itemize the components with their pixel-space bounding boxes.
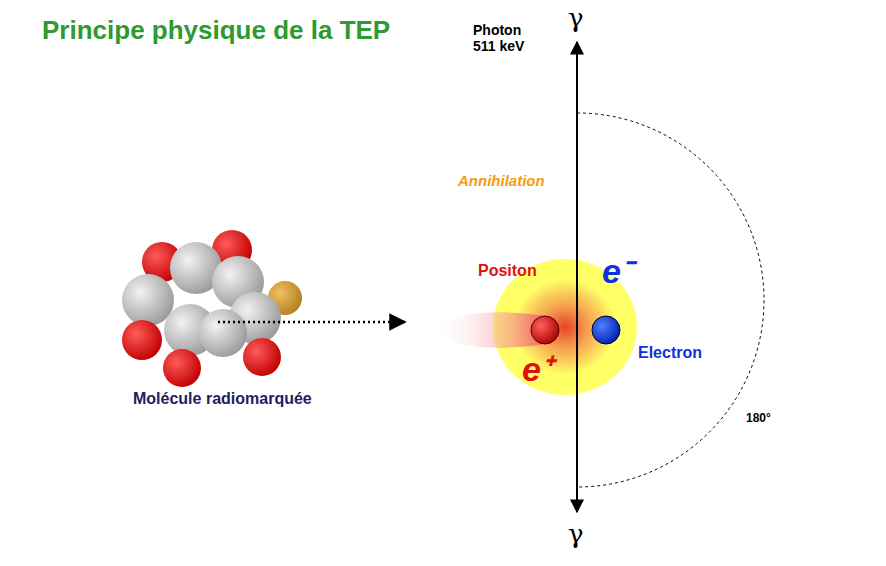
gamma-symbol: γ bbox=[568, 520, 584, 550]
molecule bbox=[122, 230, 302, 387]
title: Principe physique de la TEP bbox=[42, 16, 390, 46]
positon-label: Positon bbox=[478, 262, 537, 280]
positon-trail bbox=[432, 312, 545, 347]
electron-symbol: e⁻ bbox=[602, 252, 632, 291]
angle-arc bbox=[577, 113, 764, 487]
angle-label: 180° bbox=[746, 412, 771, 426]
positon-symbol: e⁺ bbox=[522, 350, 552, 389]
molecule-label: Molécule radiomarquée bbox=[133, 390, 312, 408]
dotted-arrow bbox=[218, 321, 405, 324]
electron-particle bbox=[592, 316, 620, 344]
electron-label: Electron bbox=[638, 344, 702, 362]
gamma-symbol: γ bbox=[568, 4, 584, 34]
annihilation-label: Annihilation bbox=[458, 172, 545, 189]
photon-label: Photon 511 keV bbox=[473, 22, 535, 54]
positon-particle bbox=[531, 316, 559, 344]
